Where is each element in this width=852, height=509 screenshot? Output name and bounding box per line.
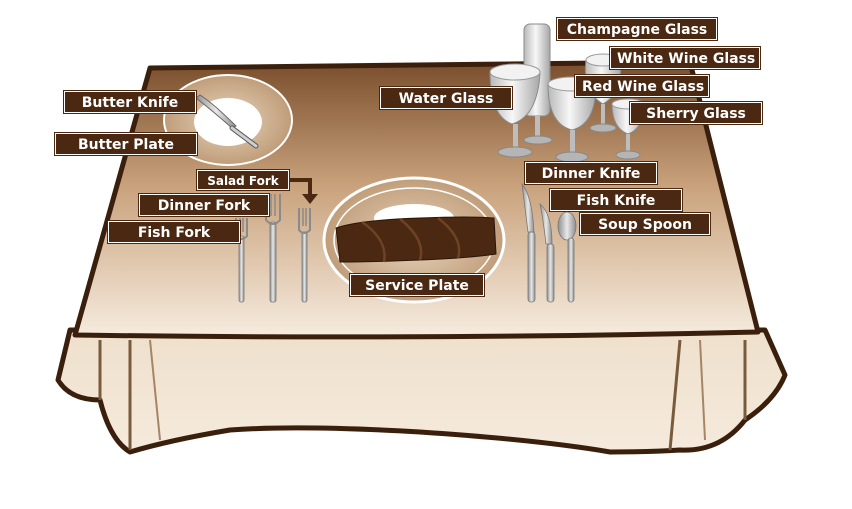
label-service-plate: Service Plate (350, 274, 484, 296)
label-sherry-glass: Sherry Glass (630, 102, 762, 124)
label-champagne-glass: Champagne Glass (557, 18, 717, 40)
label-dinner-fork: Dinner Fork (139, 194, 269, 216)
soup-spoon (557, 211, 577, 303)
label-red-wine-glass: Red Wine Glass (575, 75, 709, 97)
label-fish-knife: Fish Knife (550, 189, 682, 211)
label-water-glass: Water Glass (380, 87, 512, 109)
salad-fork (298, 208, 311, 303)
label-butter-knife: Butter Knife (64, 91, 196, 113)
dinner-knife (521, 182, 536, 303)
water-glass (489, 63, 541, 158)
label-fish-fork: Fish Fork (108, 221, 240, 243)
fish-fork (235, 218, 248, 303)
napkin (335, 216, 497, 263)
label-salad-fork: Salad Fork (197, 170, 289, 190)
label-dinner-knife: Dinner Knife (525, 162, 657, 184)
fish-knife (539, 202, 555, 303)
label-white-wine-glass: White Wine Glass (610, 47, 760, 69)
label-butter-plate: Butter Plate (55, 133, 197, 155)
salad-fork-arrow (290, 178, 318, 204)
tablecloth-skirt (55, 327, 788, 455)
dinner-fork (265, 194, 281, 303)
butter-knife (195, 94, 259, 149)
label-soup-spoon: Soup Spoon (580, 213, 710, 235)
